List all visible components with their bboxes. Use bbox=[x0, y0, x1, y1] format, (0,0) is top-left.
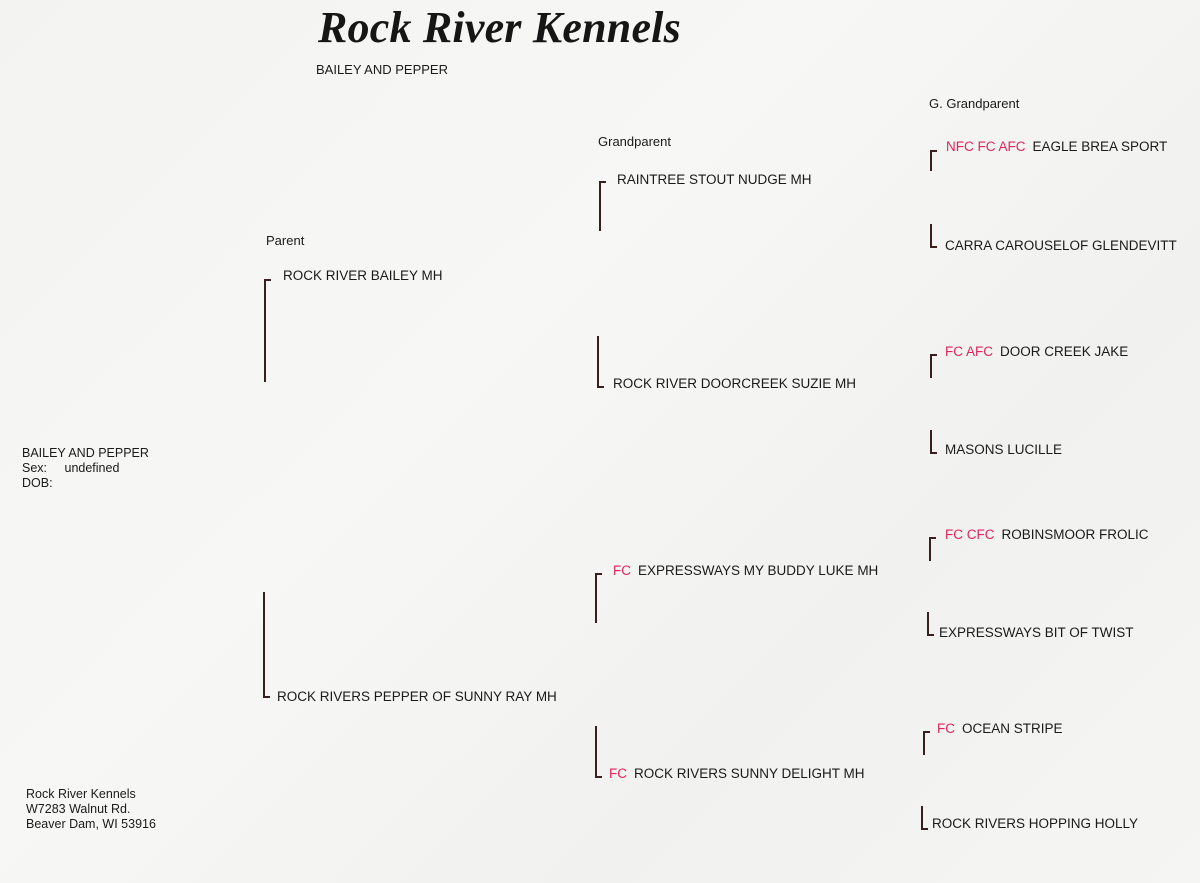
great-grandparent-5-name: ROBINSMOOR FROLIC bbox=[1001, 527, 1149, 542]
address-line-3: Beaver Dam, WI 53916 bbox=[26, 817, 156, 831]
parent-bracket-bottom bbox=[263, 592, 265, 698]
great-grandparent-8: ROCK RIVERS HOPPING HOLLY bbox=[932, 816, 1138, 831]
grandparent-1: RAINTREE STOUT NUDGE MH bbox=[617, 172, 812, 187]
grandparent-bracket-1 bbox=[599, 181, 601, 231]
pedigree-subtitle: BAILEY AND PEPPER bbox=[316, 62, 448, 77]
great-grandparent-7: FC OCEAN STRIPE bbox=[937, 721, 1063, 736]
grandparent-bracket-2 bbox=[597, 336, 599, 388]
grandparent-3: FC EXPRESSWAYS MY BUDDY LUKE MH bbox=[613, 563, 878, 578]
grandparent-3-name: EXPRESSWAYS MY BUDDY LUKE MH bbox=[638, 563, 879, 578]
great-grandparent-4: MASONS LUCILLE bbox=[945, 442, 1062, 457]
great-grandparent-bracket-5 bbox=[929, 537, 931, 561]
great-grandparent-1: NFC FC AFC EAGLE BREA SPORT bbox=[946, 139, 1167, 154]
great-grandparent-6: EXPRESSWAYS BIT OF TWIST bbox=[939, 625, 1134, 640]
address-line-1: Rock River Kennels bbox=[26, 787, 136, 801]
parent-column-heading: Parent bbox=[266, 233, 305, 248]
grandparent-4-titles: FC bbox=[609, 766, 627, 781]
address-line-2: W7283 Walnut Rd. bbox=[26, 802, 131, 816]
grandparent-bracket-4 bbox=[595, 726, 597, 778]
great-grandparent-bracket-2 bbox=[930, 224, 932, 248]
grandparent-2: ROCK RIVER DOORCREEK SUZIE MH bbox=[613, 376, 856, 391]
great-grandparent-bracket-6-tick bbox=[927, 634, 934, 636]
great-grandparent-6-name: EXPRESSWAYS BIT OF TWIST bbox=[939, 625, 1134, 640]
grandparent-bracket-3-tick bbox=[595, 573, 602, 575]
great-grandparent-bracket-8 bbox=[921, 806, 923, 830]
subject-info: BAILEY AND PEPPER Sex: undefined DOB: bbox=[22, 446, 149, 491]
parent-dam: ROCK RIVERS PEPPER OF SUNNY RAY MH bbox=[277, 689, 557, 704]
parent-bracket-top-tick bbox=[264, 279, 271, 281]
subject-sex: Sex: undefined bbox=[22, 461, 149, 476]
grandparent-bracket-1-tick bbox=[599, 181, 606, 183]
great-grandparent-bracket-1-tick bbox=[930, 150, 937, 152]
grandparent-1-name: RAINTREE STOUT NUDGE MH bbox=[617, 172, 812, 187]
sex-value: undefined bbox=[64, 461, 120, 475]
great-grandparent-1-titles: NFC FC AFC bbox=[946, 139, 1026, 154]
great-grandparent-bracket-3 bbox=[930, 354, 932, 378]
great-grandparent-1-name: EAGLE BREA SPORT bbox=[1032, 139, 1168, 154]
grandparent-column-heading: Grandparent bbox=[598, 134, 671, 149]
grandparent-bracket-3 bbox=[595, 573, 597, 623]
grandparent-4-name: ROCK RIVERS SUNNY DELIGHT MH bbox=[634, 766, 865, 781]
great-grandparent-bracket-4-tick bbox=[930, 452, 937, 454]
great-grandparent-bracket-7 bbox=[923, 731, 925, 755]
grandparent-bracket-4-tick bbox=[595, 776, 602, 778]
great-grandparent-7-titles: FC bbox=[937, 721, 955, 736]
grandparent-2-name: ROCK RIVER DOORCREEK SUZIE MH bbox=[613, 376, 857, 391]
parent-bracket-bottom-tick bbox=[263, 696, 270, 698]
great-grandparent-bracket-8-tick bbox=[921, 828, 928, 830]
great-grandparent-bracket-6 bbox=[927, 612, 929, 636]
great-grandparent-column-heading: G. Grandparent bbox=[929, 96, 1020, 111]
dam-name: ROCK RIVERS PEPPER OF SUNNY RAY MH bbox=[277, 689, 557, 704]
great-grandparent-bracket-2-tick bbox=[930, 246, 937, 248]
great-grandparent-bracket-7-tick bbox=[923, 731, 930, 733]
grandparent-4: FC ROCK RIVERS SUNNY DELIGHT MH bbox=[609, 766, 865, 781]
parent-bracket-top bbox=[264, 279, 266, 382]
subject-name: BAILEY AND PEPPER bbox=[22, 446, 149, 460]
great-grandparent-bracket-3-tick bbox=[930, 354, 937, 356]
great-grandparent-2-name: CARRA CAROUSELOF GLENDEVITT bbox=[945, 238, 1177, 253]
great-grandparent-bracket-4 bbox=[930, 430, 932, 454]
great-grandparent-bracket-5-tick bbox=[929, 537, 936, 539]
sex-label: Sex: bbox=[22, 461, 48, 475]
grandparent-3-titles: FC bbox=[613, 563, 631, 578]
sire-name: ROCK RIVER BAILEY MH bbox=[283, 268, 443, 283]
kennel-address: Rock River Kennels W7283 Walnut Rd. Beav… bbox=[26, 787, 156, 832]
great-grandparent-5-titles: FC CFC bbox=[945, 527, 995, 542]
great-grandparent-bracket-1 bbox=[930, 150, 932, 171]
great-grandparent-8-name: ROCK RIVERS HOPPING HOLLY bbox=[932, 816, 1139, 831]
grandparent-bracket-2-tick bbox=[597, 386, 604, 388]
page-title: Rock River Kennels bbox=[318, 3, 681, 52]
great-grandparent-3-name: DOOR CREEK JAKE bbox=[1000, 344, 1129, 359]
parent-sire: ROCK RIVER BAILEY MH bbox=[283, 268, 443, 283]
great-grandparent-3-titles: FC AFC bbox=[945, 344, 994, 359]
subject-dob: DOB: bbox=[22, 476, 53, 490]
great-grandparent-2: CARRA CAROUSELOF GLENDEVITT bbox=[945, 238, 1177, 253]
great-grandparent-3: FC AFC DOOR CREEK JAKE bbox=[945, 344, 1128, 359]
great-grandparent-7-name: OCEAN STRIPE bbox=[962, 721, 1063, 736]
great-grandparent-5: FC CFC ROBINSMOOR FROLIC bbox=[945, 527, 1149, 542]
great-grandparent-4-name: MASONS LUCILLE bbox=[945, 442, 1063, 457]
